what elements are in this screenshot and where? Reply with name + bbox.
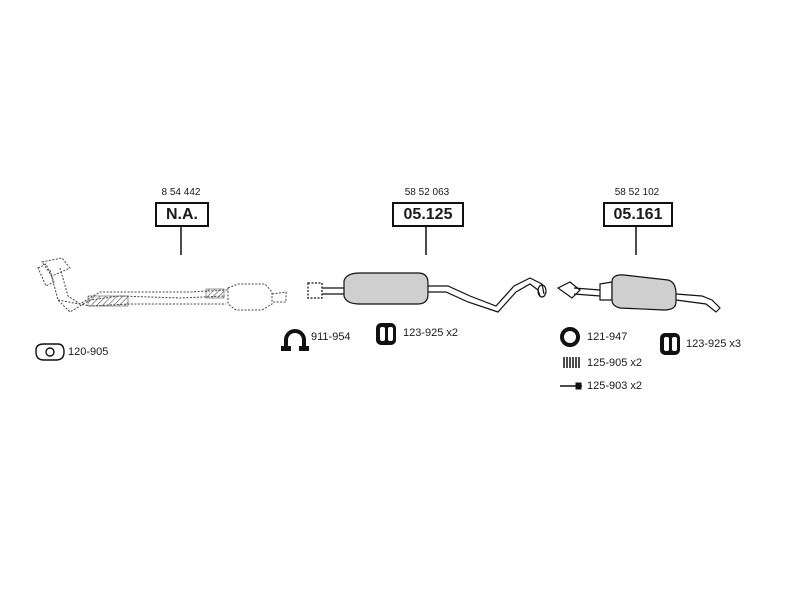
rubber-hanger-icon-rear [660, 333, 680, 355]
part-label-spring[interactable]: 125-905 x2 [587, 357, 643, 369]
part-label-clamp[interactable]: 911-954 [311, 331, 351, 343]
front-pipe-drawing [37, 257, 287, 313]
bolt-icon [560, 382, 582, 390]
front-pipe-flex-section [87, 295, 129, 307]
oem-number-front: 8 54 442 [161, 187, 201, 198]
middle-silencer-drawing [307, 272, 547, 313]
part-code-middle[interactable]: 05.125 [392, 202, 464, 227]
part-label-hanger-middle[interactable]: 123-925 x2 [403, 327, 459, 339]
oem-number-rear: 58 52 102 [614, 187, 660, 198]
part-label-ring-gasket[interactable]: 121-947 [587, 331, 628, 343]
part-label-gasket[interactable]: 120-905 [68, 346, 109, 358]
gasket-icon [35, 343, 65, 361]
rear-silencer-drawing [556, 274, 721, 313]
spring-icon [563, 357, 580, 368]
part-label-bolt[interactable]: 125-903 x2 [587, 380, 643, 392]
part-label-hanger-rear[interactable]: 123-925 x3 [686, 338, 742, 350]
part-code-rear[interactable]: 05.161 [603, 202, 673, 227]
ring-gasket-icon [560, 327, 580, 347]
part-code-front[interactable]: N.A. [155, 202, 209, 227]
rubber-hanger-icon [376, 323, 396, 345]
front-pipe-flex-section-2 [205, 288, 225, 299]
oem-number-middle: 58 52 063 [404, 187, 450, 198]
clamp-icon [281, 329, 309, 351]
